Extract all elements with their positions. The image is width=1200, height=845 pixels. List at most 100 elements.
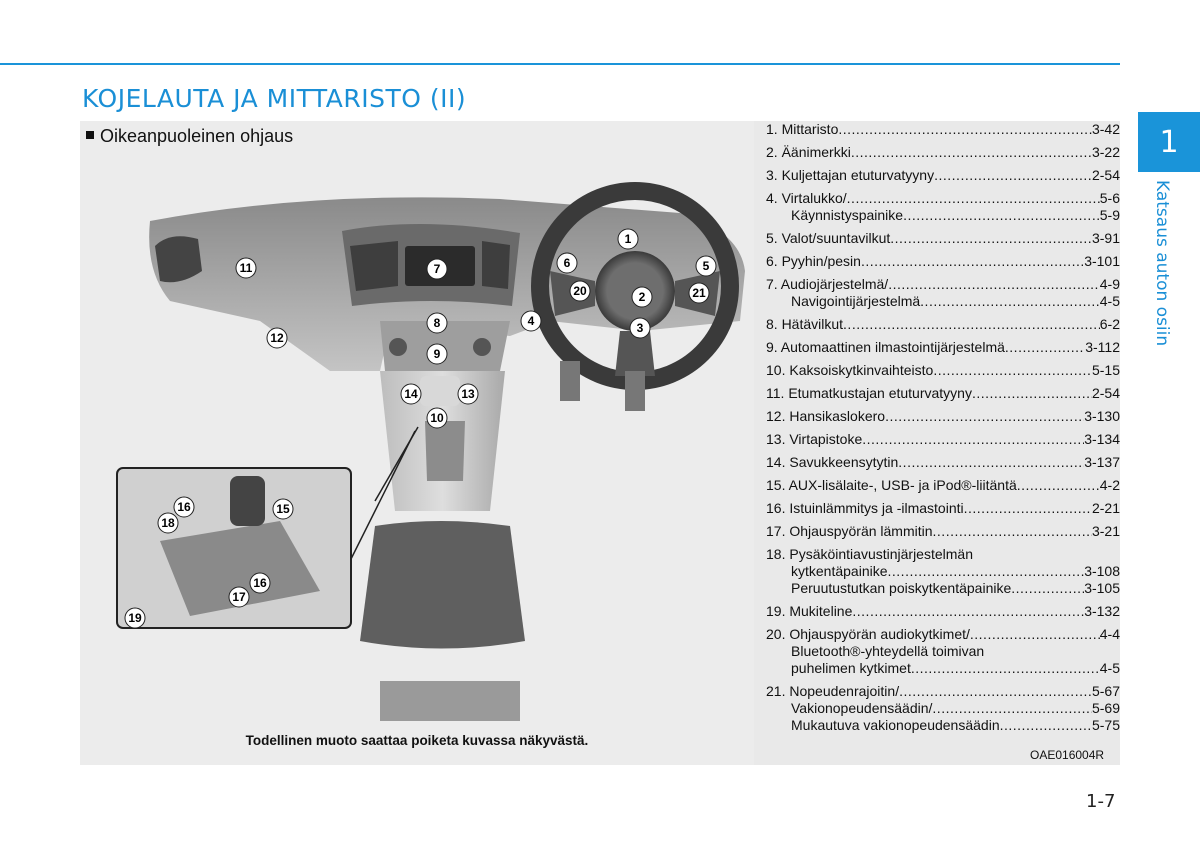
legend-line: 3. Kuljettajan etuturvatyyny 2-54 bbox=[766, 167, 1120, 184]
leader-dots bbox=[970, 626, 1100, 643]
callout-14: 14 bbox=[400, 383, 422, 405]
legend-item: 17. Ohjauspyörän lämmitin3-21 bbox=[766, 523, 1120, 540]
callout-15: 15 bbox=[272, 498, 294, 520]
center-vent-right bbox=[482, 241, 510, 289]
legend-item: 20. Ohjauspyörän audiokytkimet/4-4Blueto… bbox=[766, 626, 1120, 677]
leader-dots bbox=[933, 362, 1092, 379]
callout-13-label: 13 bbox=[461, 387, 475, 401]
callout-5: 5 bbox=[695, 255, 717, 277]
callout-4: 4 bbox=[520, 310, 542, 332]
legend-line: 9. Automaattinen ilmastointijärjestelmä3… bbox=[766, 339, 1120, 356]
callout-12: 12 bbox=[266, 327, 288, 349]
legend-page-ref: 4-9 bbox=[1099, 276, 1120, 292]
legend-line: 8. Hätävilkut6-2 bbox=[766, 316, 1120, 333]
legend-text: 1. Mittaristo bbox=[766, 121, 839, 137]
legend-line: Mukautuva vakionopeudensäädin5-75 bbox=[766, 717, 1120, 734]
legend-page-ref: 5-67 bbox=[1091, 683, 1120, 699]
legend-text: 10. Kaksoiskytkinvaihteisto bbox=[766, 362, 934, 378]
legend-text: 16. Istuinlämmitys ja -ilmastointi bbox=[766, 500, 964, 516]
legend-text: 15. AUX-lisälaite-, USB- ja iPod®-liitän… bbox=[766, 477, 1017, 493]
legend-page-ref: 2-21 bbox=[1091, 500, 1120, 516]
leader-dots bbox=[933, 523, 1092, 540]
legend-line: 5. Valot/suuntavilkut3-91 bbox=[766, 230, 1120, 247]
legend-line: 16. Istuinlämmitys ja -ilmastointi 2-21 bbox=[766, 500, 1120, 517]
chapter-label-text: Katsaus auton osiin bbox=[1152, 180, 1172, 347]
legend-page-ref: 6-2 bbox=[1099, 316, 1120, 332]
legend-page-ref: 3-22 bbox=[1091, 144, 1120, 160]
callout-20: 20 bbox=[569, 280, 591, 302]
leader-dots bbox=[852, 603, 1084, 620]
legend-item: 4. Virtalukko/5-6Käynnistyspainike5-9 bbox=[766, 190, 1120, 224]
legend-line: 14. Savukkeensytytin3-137 bbox=[766, 454, 1120, 471]
leader-dots bbox=[851, 144, 1092, 161]
page-title: KOJELAUTA JA MITTARISTO (II) bbox=[82, 84, 467, 113]
armrest bbox=[360, 521, 525, 649]
legend-line: Peruutustutkan poiskytkentäpainike 3-105 bbox=[766, 580, 1120, 597]
legend-text: Vakionopeudensäädin/ bbox=[791, 700, 933, 716]
legend-line: 17. Ohjauspyörän lämmitin3-21 bbox=[766, 523, 1120, 540]
callout-10: 10 bbox=[426, 407, 448, 429]
leader-dots bbox=[885, 408, 1084, 425]
legend-item: 5. Valot/suuntavilkut3-91 bbox=[766, 230, 1120, 247]
callout-6-label: 6 bbox=[564, 256, 571, 270]
callout-17-label: 17 bbox=[232, 590, 246, 604]
legend-line: 18. Pysäköintiavustinjärjestelmän bbox=[766, 546, 1120, 563]
callout-16a-label: 16 bbox=[177, 500, 191, 514]
legend-page-ref: 2-54 bbox=[1091, 167, 1120, 183]
legend-page-ref: 3-108 bbox=[1084, 563, 1120, 579]
figure-code: OAE016004R bbox=[1030, 748, 1105, 762]
center-vent-left bbox=[350, 241, 398, 291]
legend-text: 5. Valot/suuntavilkut bbox=[766, 230, 891, 246]
legend-item: 7. Audiojärjestelmä/4-9Navigointijärjest… bbox=[766, 276, 1120, 310]
callout-7-label: 7 bbox=[434, 262, 441, 276]
legend-page-ref: 3-42 bbox=[1091, 121, 1120, 137]
legend-item: 13. Virtapistoke3-134 bbox=[766, 431, 1120, 448]
legend-text: 3. Kuljettajan etuturvatyyny bbox=[766, 167, 935, 183]
callout-7: 7 bbox=[426, 258, 448, 280]
wheel-spoke-bottom bbox=[615, 331, 655, 376]
leader-dots bbox=[934, 167, 1092, 184]
legend-line: 12. Hansikaslokero3-130 bbox=[766, 408, 1120, 425]
callout-11: 11 bbox=[235, 257, 257, 279]
gear-shifter bbox=[420, 376, 460, 406]
legend-line: Vakionopeudensäädin/5-69 bbox=[766, 700, 1120, 717]
leader-dots bbox=[890, 230, 1092, 247]
figure-subtitle: Oikeanpuoleinen ohjaus bbox=[86, 126, 293, 147]
legend-item: 10. Kaksoiskytkinvaihteisto 5-15 bbox=[766, 362, 1120, 379]
callout-5-label: 5 bbox=[703, 259, 710, 273]
legend-line: 6. Pyyhin/pesin3-101 bbox=[766, 253, 1120, 270]
legend-item: 3. Kuljettajan etuturvatyyny 2-54 bbox=[766, 167, 1120, 184]
bullet-square-icon bbox=[86, 131, 94, 140]
legend-line: Bluetooth®-yhteydellä toimivan bbox=[766, 643, 1120, 660]
legend-text: 19. Mukiteline bbox=[766, 603, 853, 619]
leader-dots bbox=[1017, 477, 1100, 494]
legend-line: Käynnistyspainike5-9 bbox=[766, 207, 1120, 224]
callout-3-label: 3 bbox=[637, 321, 644, 335]
dashboard-illustration: 1 2 3 4 5 6 7 8 9 10 11 12 13 14 15 16 1… bbox=[116, 182, 745, 721]
callout-9: 9 bbox=[426, 343, 448, 365]
leader-dots bbox=[1011, 580, 1084, 597]
leader-dots bbox=[911, 660, 1100, 677]
legend-page-ref: 5-9 bbox=[1099, 207, 1120, 223]
legend-page-ref: 4-5 bbox=[1099, 660, 1120, 676]
legend-page-ref: 4-4 bbox=[1099, 626, 1120, 642]
legend-item: 2. Äänimerkki3-22 bbox=[766, 144, 1120, 161]
legend-page-ref: 3-105 bbox=[1084, 580, 1120, 596]
leader-dots bbox=[964, 500, 1092, 517]
climate-knob-left bbox=[389, 338, 407, 356]
leader-dots bbox=[972, 385, 1092, 402]
legend-text: kytkentäpainike bbox=[791, 563, 888, 579]
climate-knob-right bbox=[473, 338, 491, 356]
figure-caption: Todellinen muoto saattaa poiketa kuvassa… bbox=[245, 733, 589, 748]
legend-text: Peruutustutkan poiskytkentäpainike bbox=[791, 580, 1012, 596]
legend-page-ref: 5-15 bbox=[1091, 362, 1120, 378]
legend-page-ref: 4-2 bbox=[1099, 477, 1120, 493]
pedal-right bbox=[625, 371, 645, 411]
legend-item: 6. Pyyhin/pesin3-101 bbox=[766, 253, 1120, 270]
leader-dots bbox=[1000, 717, 1092, 734]
legend-text: Bluetooth®-yhteydellä toimivan bbox=[791, 643, 985, 659]
legend-text: puhelimen kytkimet bbox=[791, 660, 911, 676]
legend-page-ref: 3-112 bbox=[1085, 339, 1120, 355]
callout-3: 3 bbox=[629, 317, 651, 339]
